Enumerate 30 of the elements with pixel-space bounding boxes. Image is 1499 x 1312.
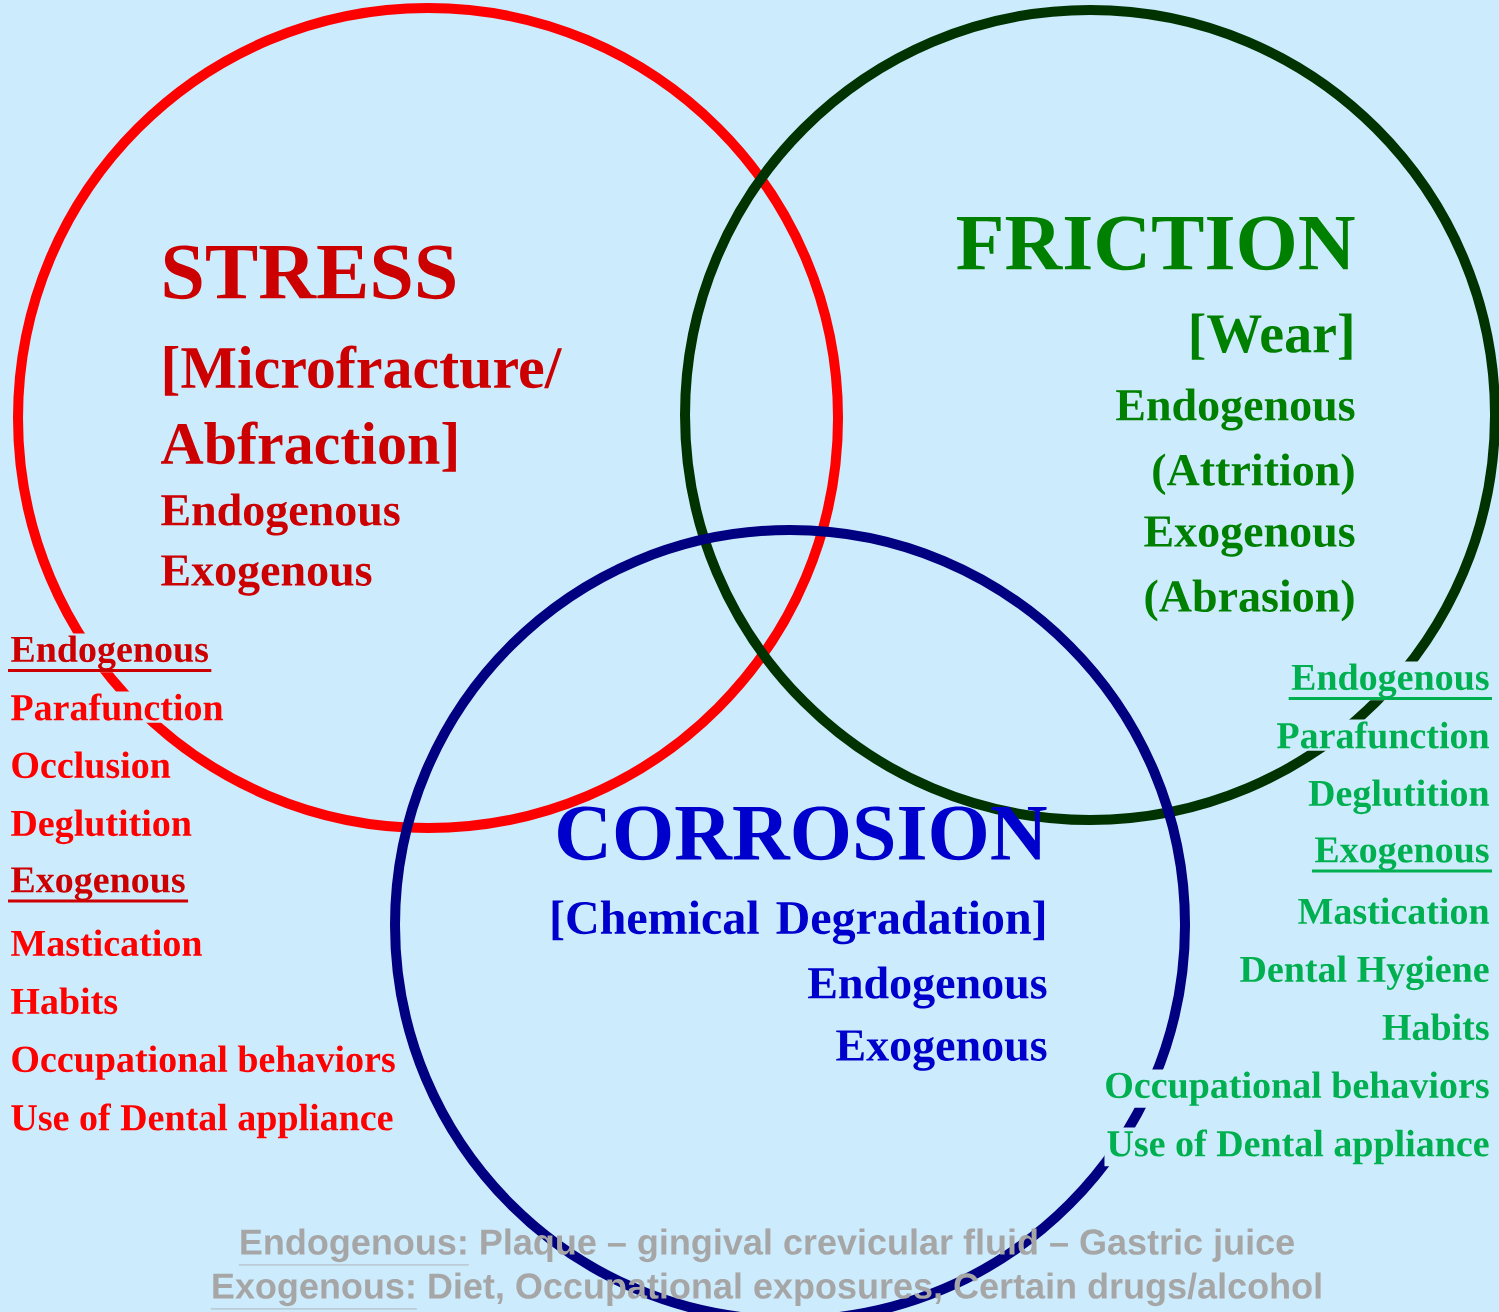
list-item: Habits (8, 985, 121, 1017)
list-item: Parafunction (1274, 719, 1492, 751)
list-heading: Endogenous (1288, 661, 1492, 701)
circle-text: Exogenous (836, 1030, 1047, 1071)
list-item: Parafunction (8, 691, 226, 723)
circle-text: Endogenous (808, 966, 1047, 1009)
list-item: Use of Dental appliance (1104, 1127, 1492, 1167)
circle-subtitle: [Microfracture/ Abfraction] (161, 345, 562, 472)
circle-title: STRESS (164, 245, 455, 300)
list-heading: Exogenous (1311, 835, 1492, 873)
list-item: Use of Dental appliance (8, 1101, 396, 1141)
circle-text: Endogenous (161, 493, 400, 536)
list-item: Occupational behaviors (1102, 1069, 1492, 1108)
list-item: Deglutition (8, 807, 194, 847)
list-heading: Endogenous (8, 633, 212, 673)
circle-text: Exogenous (161, 555, 372, 596)
list-item: Deglutition (1306, 777, 1492, 817)
circle-subtitle: [Wear] (1191, 313, 1352, 360)
list-item: Occlusion (8, 749, 173, 781)
list-item: Occupational behaviors (8, 1043, 398, 1082)
circle-title: FRICTION (956, 216, 1355, 271)
list-item: Mastication (8, 927, 205, 959)
circle-text: Endogenous (Attrition) (1116, 388, 1355, 496)
list-item: Dental Hygiene (1237, 953, 1492, 993)
list-heading: Exogenous (8, 865, 189, 903)
list-item: Habits (1379, 1011, 1492, 1043)
list-item: Mastication (1295, 895, 1492, 927)
circle-title: CORROSION (558, 806, 1047, 861)
circle-subtitle: [Chemical Degradation] (552, 900, 1045, 945)
circle-text: Exogenous (Abrasion) (1144, 516, 1355, 622)
